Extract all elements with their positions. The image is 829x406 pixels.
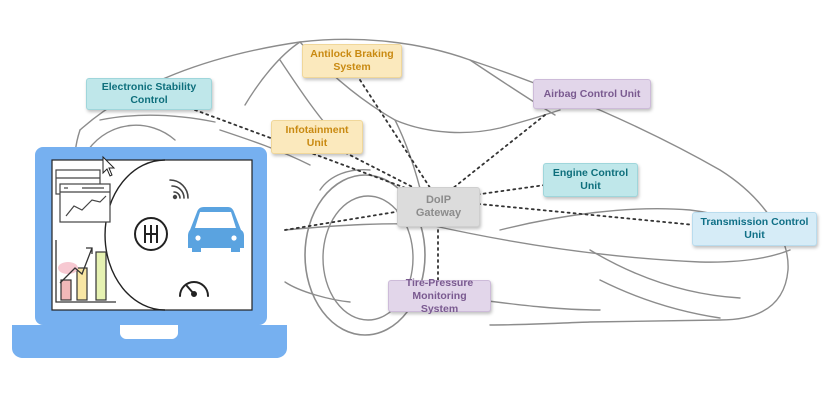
node-label: Transmission Control Unit	[700, 216, 809, 241]
node-airbag-control-unit: Airbag Control Unit	[533, 79, 651, 109]
car-icon	[188, 207, 244, 252]
gear-shift-icon	[134, 217, 168, 251]
speedometer-icon	[179, 281, 209, 297]
node-label: DoIP Gateway	[415, 194, 462, 219]
node-label: Engine Control Unit	[552, 167, 629, 192]
mouse-cursor-icon	[102, 155, 116, 177]
wifi-icon	[169, 179, 189, 200]
node-doip-gateway: DoIP Gateway	[397, 187, 480, 227]
node-label: Infotainment Unit	[285, 124, 349, 149]
node-infotainment-unit: Infotainment Unit	[271, 120, 363, 154]
node-label: Tire-Pressure Monitoring System	[405, 276, 474, 315]
laptop-icon	[12, 147, 287, 358]
connector-esc	[194, 109, 439, 201]
connector-abs	[359, 79, 439, 201]
connector-transmission	[437, 199, 696, 226]
browser-window-icon	[55, 169, 111, 223]
node-tire-pressure-monitoring-system: Tire-Pressure Monitoring System	[388, 277, 491, 315]
node-antilock-braking-system: Antilock Braking System	[302, 44, 402, 78]
node-label: Electronic Stability Control	[101, 81, 197, 106]
node-transmission-control-unit: Transmission Control Unit	[692, 212, 817, 246]
bar-chart-icon	[55, 240, 116, 303]
connector-airbag	[437, 114, 546, 201]
connector-laptop	[284, 204, 439, 231]
node-engine-control-unit: Engine Control Unit	[543, 163, 638, 197]
node-electronic-stability-control: Electronic Stability Control	[86, 78, 212, 110]
node-label: Antilock Braking System	[310, 48, 394, 73]
node-label: Airbag Control Unit	[543, 87, 641, 100]
